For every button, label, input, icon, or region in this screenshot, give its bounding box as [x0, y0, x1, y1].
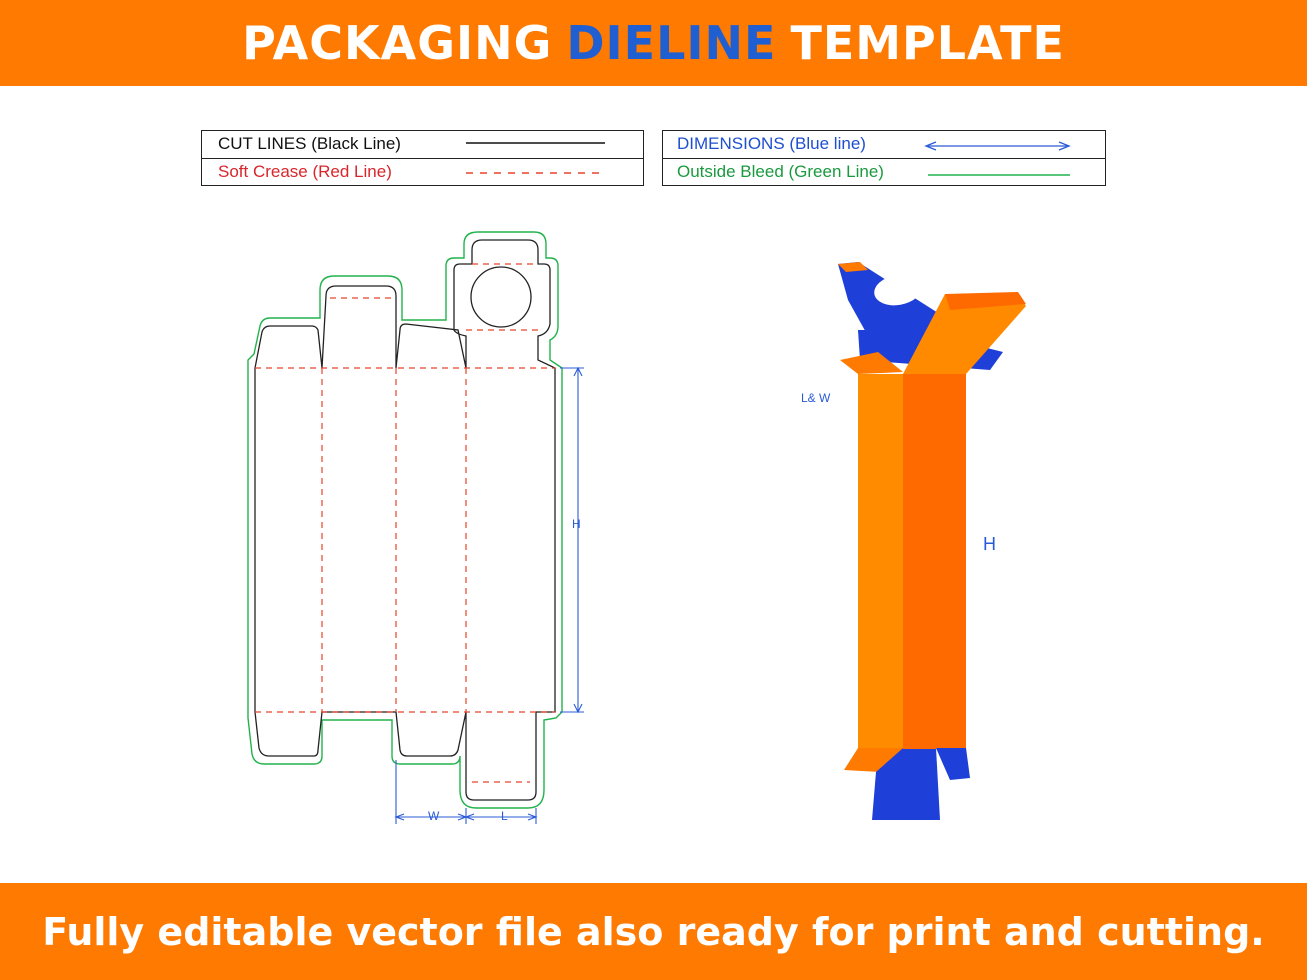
mockup-top-lid [903, 294, 1026, 374]
legend-row-crease: Soft Crease (Red Line) [202, 158, 643, 185]
cut-lines [254, 239, 556, 801]
title-part-dieline: DIELINE [566, 16, 777, 70]
mockup-bottom-tuck-flap [872, 748, 940, 820]
mockup-lw-label: L& W [801, 391, 831, 405]
mockup-side-face [903, 374, 966, 748]
crease-lines [255, 263, 555, 783]
box-mockup: L& W H [801, 262, 1026, 820]
mockup-bottom-side-flap [844, 748, 903, 772]
legend-dimensions-label: DIMENSIONS (Blue line) [677, 134, 866, 153]
mockup-top-side-flap [840, 352, 903, 374]
legend-row-bleed: Outside Bleed (Green Line) [663, 158, 1105, 185]
legend-bleed-label: Outside Bleed (Green Line) [677, 162, 884, 181]
legend-left: CUT LINES (Black Line) Soft Crease (Red … [201, 130, 644, 186]
dieline-width-label: W [428, 809, 440, 823]
legend-dimension-sample-arrow [924, 141, 1071, 151]
mockup-top-lid-edge [945, 292, 1026, 310]
dimension-lines [394, 366, 584, 824]
page-title: PACKAGING DIELINE TEMPLATE [0, 0, 1307, 86]
footer-text: Fully editable vector file also ready fo… [42, 909, 1265, 954]
mockup-bottom-dust-flap [936, 748, 970, 780]
dieline-drawing: H W L [247, 231, 584, 824]
dieline-height-label: H [572, 517, 581, 531]
mockup-window [874, 274, 922, 306]
title-part-template: TEMPLATE [790, 16, 1065, 70]
mockup-front-face [858, 374, 903, 748]
footer-banner: Fully editable vector file also ready fo… [0, 883, 1307, 980]
legend-row-dimensions: DIMENSIONS (Blue line) [663, 131, 1105, 158]
legend-row-cut: CUT LINES (Black Line) [202, 131, 643, 158]
bleed-outline [247, 231, 563, 809]
legend-right: DIMENSIONS (Blue line) Outside Bleed (Gr… [662, 130, 1106, 186]
mockup-top-tuck-edge [838, 262, 868, 272]
mockup-height-label: H [983, 534, 996, 554]
title-part-packaging: PACKAGING [242, 16, 553, 70]
legend-crease-label: Soft Crease (Red Line) [218, 162, 392, 181]
legend-cut-label: CUT LINES (Black Line) [218, 134, 401, 153]
header-banner: PACKAGING DIELINE TEMPLATE [0, 0, 1307, 86]
dieline-length-label: L [501, 809, 508, 823]
